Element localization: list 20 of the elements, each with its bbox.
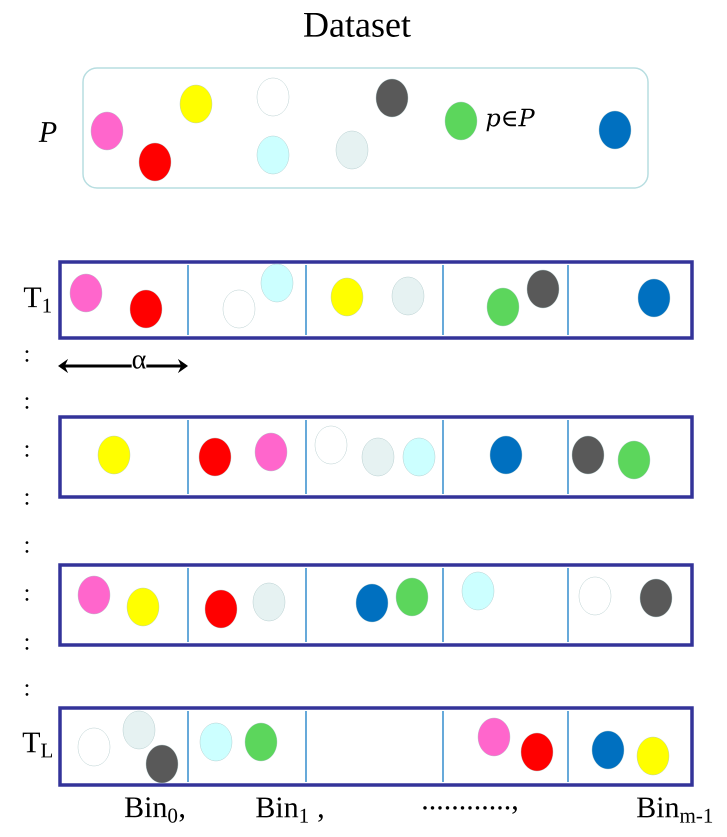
- ellipsis-mark: :: [26, 493, 28, 505]
- ellipsis-mark: :: [26, 445, 28, 457]
- dataset-box: [82, 67, 649, 189]
- ellipsis-mark: :: [26, 541, 28, 553]
- node-label: p∈P: [486, 108, 535, 132]
- ellipsis-mark: :: [26, 397, 28, 409]
- dimension-label: α: [132, 355, 146, 369]
- ellipsis-mark: :: [26, 589, 28, 601]
- table-label: P: [38, 122, 56, 142]
- bin-label: Bin$_{m-1}$: [637, 797, 712, 823]
- hash-table-box: [58, 415, 694, 499]
- hash-table-box: [58, 706, 694, 787]
- ellipsis-mark: :: [26, 684, 28, 696]
- title: Dataset: [304, 13, 411, 37]
- hash-table-box: [58, 563, 694, 647]
- hash-table-box: [58, 260, 694, 340]
- table-label: T$_{1}$: [24, 288, 51, 312]
- ellipsis-mark: :: [26, 638, 28, 650]
- table-label: T$_{L}$: [22, 732, 52, 758]
- ellipsis-mark: :: [26, 350, 28, 362]
